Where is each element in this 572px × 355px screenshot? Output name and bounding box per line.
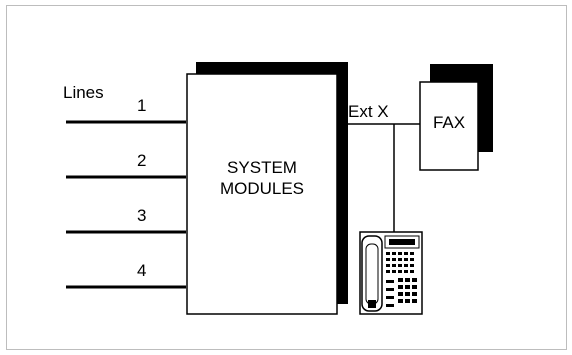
line-number-4: 4 — [137, 261, 147, 280]
diagram-frame — [6, 5, 567, 350]
system-modules-box — [186, 73, 338, 315]
system-modules-label-line1: SYSTEM — [227, 158, 297, 177]
telephone-icon — [359, 231, 423, 315]
line-number-2: 2 — [137, 151, 147, 170]
line-number-1: 1 — [137, 96, 147, 115]
fax-box — [419, 81, 479, 171]
extension-label: Ext X — [348, 102, 389, 121]
line-number-3: 3 — [137, 206, 147, 225]
system-modules-label-line2: MODULES — [219, 179, 305, 198]
lines-label: Lines — [63, 83, 104, 102]
fax-label: FAX — [432, 113, 466, 132]
